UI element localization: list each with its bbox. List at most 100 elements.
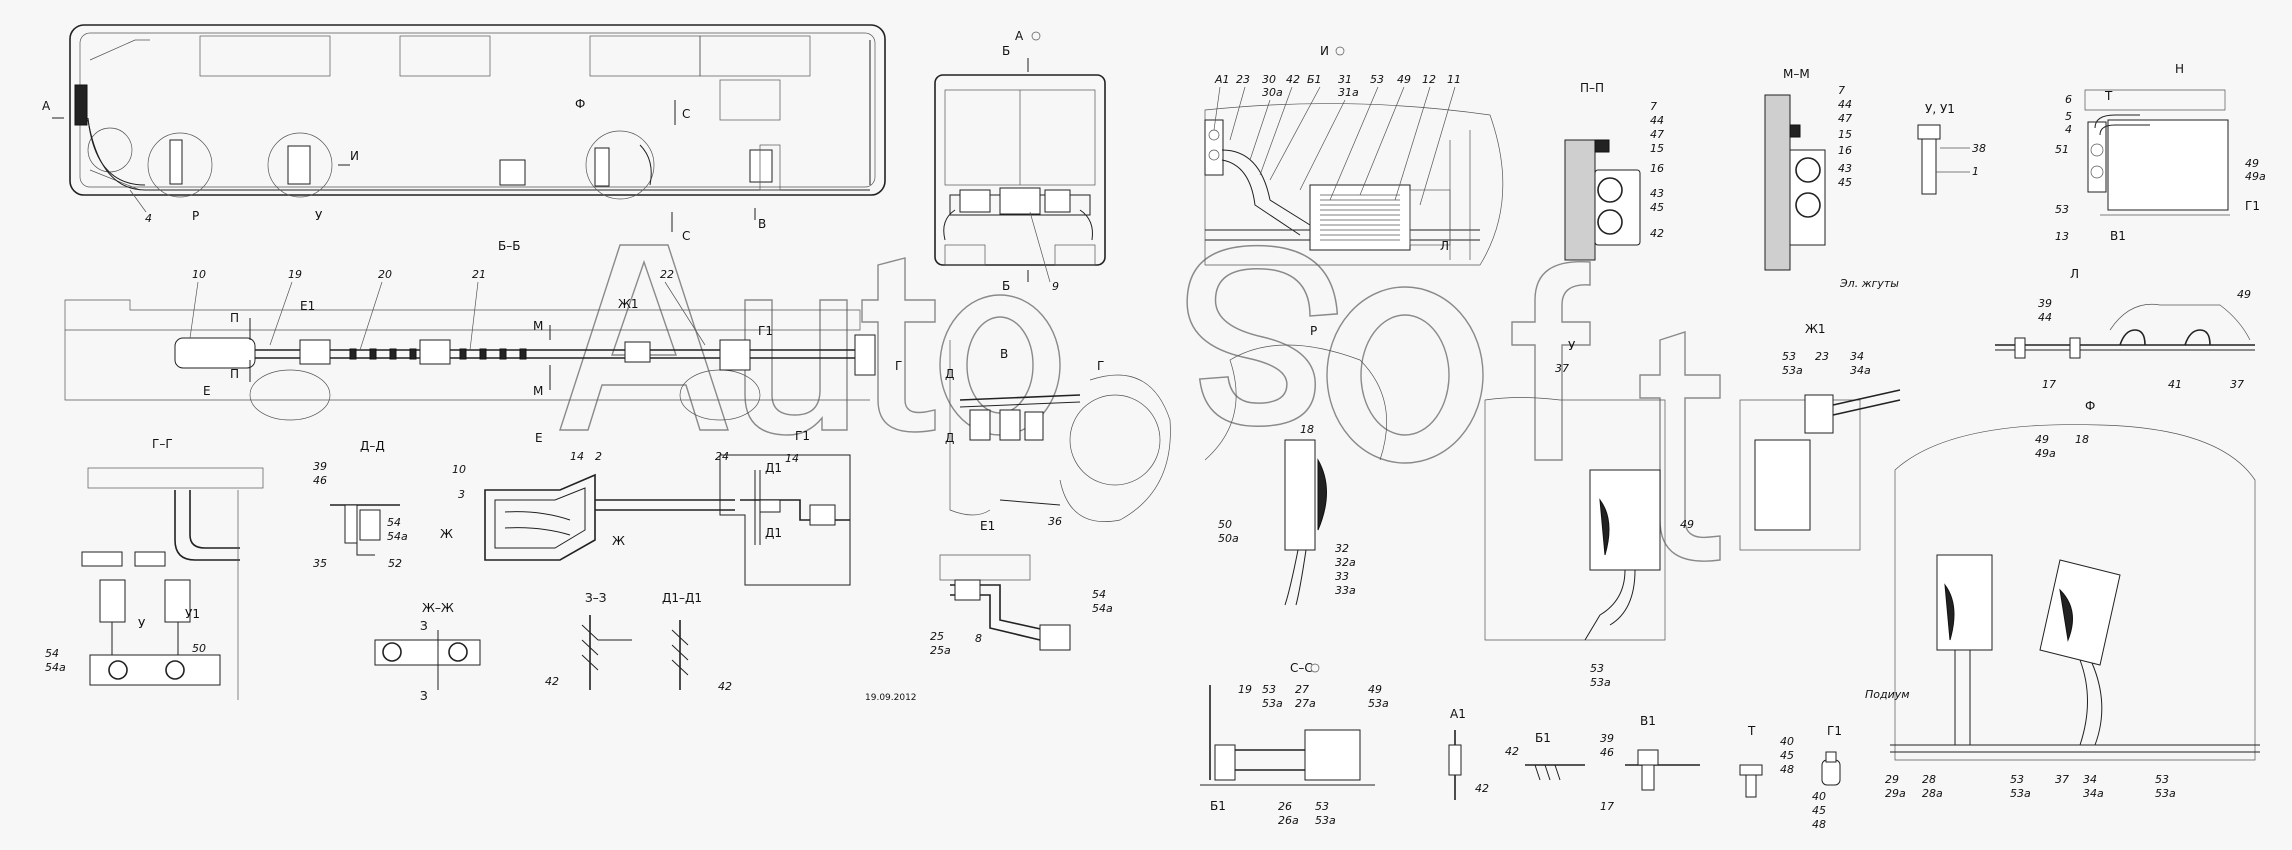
label: 42 — [545, 675, 559, 688]
label: 17 — [1600, 800, 1614, 813]
label: 27 — [1295, 683, 1309, 696]
label: 11 — [1447, 73, 1461, 86]
label: Е1 — [980, 519, 995, 533]
label: 7 — [1838, 84, 1845, 97]
view-e1: 54 54а 25 25а 8 — [930, 554, 1113, 657]
label: Г — [895, 359, 902, 373]
label: 6 — [2065, 93, 2072, 106]
label: 53а — [1782, 364, 1803, 377]
view-u2: У 37 49 53 53а — [1484, 339, 1694, 689]
section-bb: Б–Б — [64, 239, 876, 421]
view-n: Н 6 5 4 51 53 13 Т 49 49а Г1 В1 — [2055, 62, 2266, 243]
label: А1 — [1214, 73, 1230, 86]
label: 45 — [1838, 176, 1852, 189]
label: 42 — [718, 680, 732, 693]
label: 16 — [1650, 162, 1664, 175]
label: 47 — [1838, 112, 1852, 125]
label: 50а — [1218, 532, 1239, 545]
label: С — [682, 107, 690, 121]
label: 39 — [313, 460, 327, 473]
view-title: Г1 — [1827, 724, 1842, 738]
label: 43 — [1650, 187, 1664, 200]
label: 4 — [2065, 123, 2072, 136]
label: 15 — [1838, 128, 1852, 141]
label: 44 — [2038, 311, 2052, 324]
label: 49 — [2245, 157, 2259, 170]
section-pp: П–П 7 44 47 15 16 43 45 42 — [1564, 81, 1664, 261]
label: 10 — [452, 463, 466, 476]
view-title: Г–Г — [152, 437, 173, 451]
label: 42 — [1505, 745, 1519, 758]
label: З — [420, 689, 428, 703]
label: 22 — [660, 268, 674, 281]
label: 4 — [145, 212, 152, 225]
label: 52 — [388, 557, 402, 570]
label: 28 — [1922, 773, 1936, 786]
label: 49а — [2035, 447, 2056, 460]
label: 8 — [975, 632, 982, 645]
label: М — [533, 319, 543, 333]
label: 14 — [570, 450, 584, 463]
top-plan-view — [69, 24, 886, 200]
label: 49 — [2237, 288, 2251, 301]
label: В — [758, 217, 766, 231]
label: М — [533, 384, 543, 398]
label: 46 — [1600, 746, 1614, 759]
label: 49 — [1397, 73, 1411, 86]
label: 53а — [1262, 697, 1283, 710]
label: 34а — [2083, 787, 2104, 800]
label: 2 — [595, 450, 602, 463]
label: Ж — [440, 527, 453, 541]
label: 23 — [1815, 350, 1829, 363]
label: 53а — [1590, 676, 1611, 689]
view-title: И — [1320, 44, 1329, 58]
view-title: Р — [1310, 324, 1317, 338]
label: 33 — [1335, 570, 1349, 583]
label: 38 — [1972, 142, 1986, 155]
label: Ж — [612, 534, 625, 548]
view-f: Ф 49 49а 18 Подиум 29 29а 28 28а 53 53а … — [1865, 399, 2260, 800]
view-title: Б1 — [1535, 731, 1551, 745]
label: 53а — [2155, 787, 2176, 800]
label: Г1 — [758, 324, 773, 338]
label: 40 — [1780, 735, 1794, 748]
label: 53 — [1590, 662, 1604, 675]
label: 23 — [1236, 73, 1250, 86]
label: 32а — [1335, 556, 1356, 569]
view-g1: Г1 40 45 48 — [1812, 724, 1842, 831]
label: Б1 — [1307, 73, 1322, 86]
label: Л — [1440, 239, 1449, 253]
view-v1: В1 39 46 17 — [1600, 714, 1700, 813]
label: Д1 — [765, 526, 782, 540]
label: 53 — [1262, 683, 1276, 696]
label: 46 — [313, 474, 327, 487]
label: 49 — [1368, 683, 1382, 696]
label: 53а — [1315, 814, 1336, 827]
section-ss: С–С 19 53 53а 27 27а 49 53а Б1 26 26а 53… — [1200, 661, 1389, 827]
label: 26 — [1278, 800, 1292, 813]
view-title: П–П — [1580, 81, 1604, 95]
view-title: У, У1 — [1925, 102, 1955, 116]
label: 49 — [1680, 518, 1694, 531]
label: Г1 — [795, 429, 810, 443]
section-zz: З–З 42 — [545, 591, 632, 690]
label: 44 — [1838, 98, 1852, 111]
view-e: Е 10 3 14 2 24 Ж Ж Д1 Д1 14 Г1 — [440, 429, 851, 586]
view-title: З–З — [585, 591, 606, 605]
watermark-autosoft — [559, 244, 1721, 562]
label: Подиум — [1865, 688, 1910, 701]
view-b1: Б1 42 — [1505, 731, 1585, 781]
label: Б1 — [1210, 799, 1226, 813]
label: Д1 — [765, 461, 782, 475]
label: 27а — [1295, 697, 1316, 710]
section-mm: М–М 7 44 47 15 16 43 45 Эл. жгуты — [1764, 67, 1899, 290]
label: 30а — [1262, 86, 1283, 99]
view-title: У — [1568, 339, 1576, 353]
label: 19 — [288, 268, 302, 281]
label: 47 — [1650, 128, 1664, 141]
label: 53 — [2010, 773, 2024, 786]
view-zh1: Ж1 53 53а 23 34 34а — [1739, 322, 1901, 551]
label: 30 — [1262, 73, 1276, 86]
view-t: Т 40 45 48 — [1739, 724, 1794, 798]
label: 54 — [45, 647, 59, 660]
